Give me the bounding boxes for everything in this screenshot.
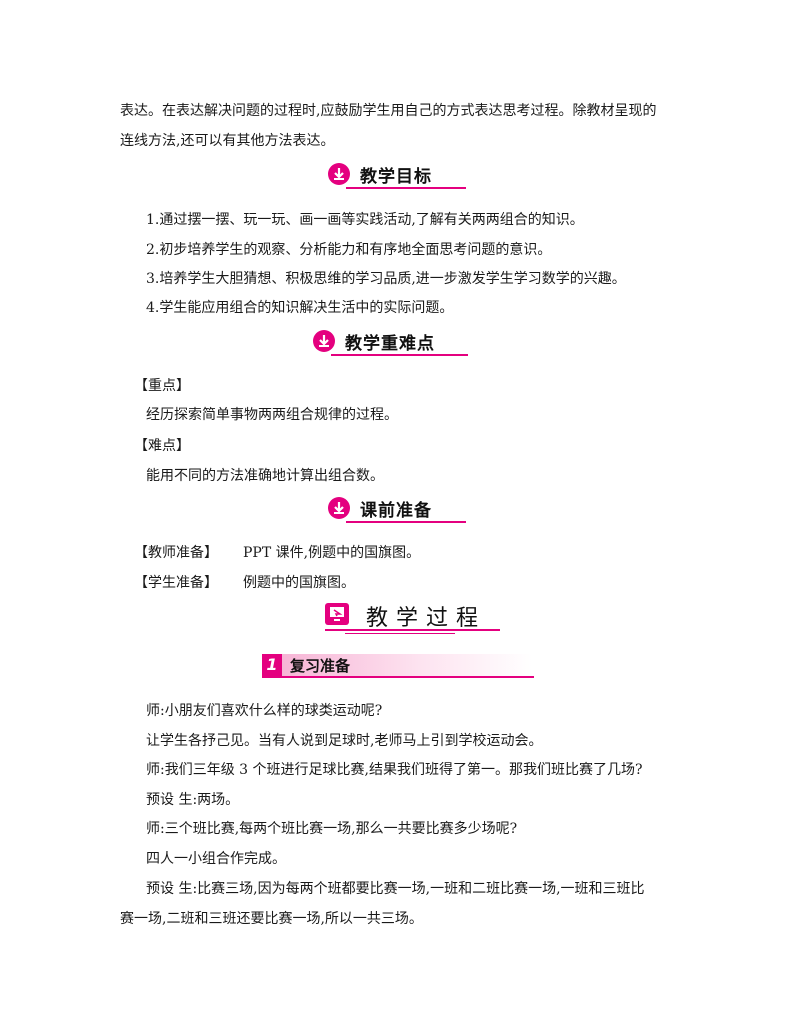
student-prep-label: 【学生准备】 (134, 575, 218, 591)
goal-item: 1.通过摆一摆、玩一玩、画一画等实践活动,了解有关两两组合的知识。 (146, 212, 584, 228)
teacher-prep-label: 【教师准备】 (134, 545, 218, 561)
goal-item: 3.培养学生大胆猜想、积极思维的学习品质,进一步激发学生学习数学的兴趣。 (146, 271, 626, 287)
process-heading-title: 教学过程 (366, 606, 487, 631)
process-line: 预设 生:两场。 (146, 792, 240, 808)
prep-heading-rule (346, 521, 466, 523)
process-line: 师:小朋友们喜欢什么样的球类运动呢? (146, 703, 383, 719)
process-line: 四人一小组合作完成。 (146, 851, 286, 867)
process-line: 赛一场,二班和三班还要比赛一场,所以一共三场。 (120, 911, 423, 927)
process-line: 让学生各抒己见。当有人说到足球时,老师马上引到学校运动会。 (146, 733, 543, 749)
monitor-icon (325, 603, 349, 625)
difficulty-label: 【难点】 (134, 438, 190, 454)
down-arrow-icon (328, 163, 350, 185)
teacher-prep-text: PPT 课件,例题中的国旗图。 (243, 545, 421, 561)
keypoints-heading-title: 教学重难点 (345, 334, 435, 354)
process-line: 师:三个班比赛,每两个班比赛一场,那么一共要比赛多少场呢? (146, 821, 518, 837)
process-line: 师:我们三年级 3 个班进行足球比赛,结果我们班得了第一。那我们班比赛了几场? (146, 762, 643, 778)
prep-heading-title: 课前准备 (360, 501, 432, 521)
student-prep-text: 例题中的国旗图。 (243, 575, 355, 591)
section-number: 1 (262, 654, 282, 676)
section-title: 复习准备 (290, 657, 351, 675)
process-heading-rule (325, 629, 500, 631)
section-rule (262, 676, 534, 678)
process-line: 预设 生:比赛三场,因为每两个班都要比赛一场,一班和二班比赛一场,一班和三班比 (146, 881, 645, 897)
goal-item: 2.初步培养学生的观察、分析能力和有序地全面思考问题的意识。 (146, 242, 552, 258)
goals-heading-title: 教学目标 (360, 167, 432, 187)
intro-line-1: 表达。在表达解决问题的过程时,应鼓励学生用自己的方式表达思考过程。除教材呈现的 (120, 103, 657, 119)
key-text: 经历探索简单事物两两组合规律的过程。 (146, 407, 398, 423)
intro-line-2: 连线方法,还可以有其他方法表达。 (120, 133, 335, 149)
down-arrow-icon (313, 330, 335, 352)
section-band (282, 654, 532, 676)
difficulty-text: 能用不同的方法准确地计算出组合数。 (146, 468, 384, 484)
key-label: 【重点】 (134, 378, 190, 394)
keypoints-heading-rule (331, 354, 468, 356)
process-heading-subrule (345, 633, 455, 634)
down-arrow-icon (328, 497, 350, 519)
goals-heading-rule (346, 187, 466, 189)
goal-item: 4.学生能应用组合的知识解决生活中的实际问题。 (146, 300, 454, 316)
